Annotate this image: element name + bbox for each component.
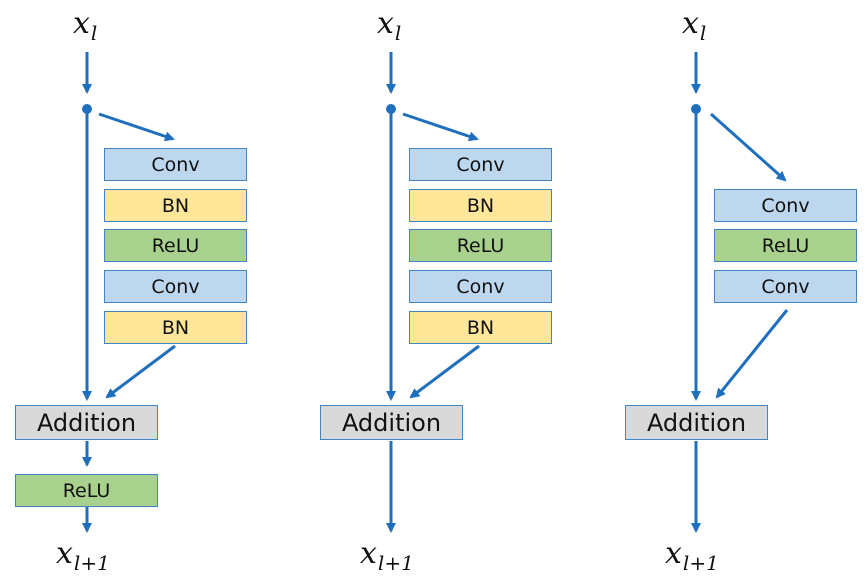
output-label-3: xl+1 xyxy=(665,536,719,575)
output-symbol: x xyxy=(56,536,73,571)
addition-block: Addition xyxy=(625,405,768,440)
output-label-1: xl+1 xyxy=(56,536,110,575)
bn-layer: BN xyxy=(104,189,247,222)
output-symbol: x xyxy=(360,536,377,571)
input-label-2: xl xyxy=(377,6,401,45)
branch-in-arrow-1 xyxy=(98,112,175,142)
branch-point-2 xyxy=(386,104,396,114)
branch-out-arrow-2 xyxy=(409,344,480,399)
output-subscript: l+1 xyxy=(682,551,719,575)
branch-point-1 xyxy=(82,104,92,114)
input-subscript: l xyxy=(699,21,707,45)
branch-in-arrow-2 xyxy=(402,112,479,142)
output-subscript: l+1 xyxy=(73,551,110,575)
input-symbol: x xyxy=(377,6,394,41)
branch-point-3 xyxy=(691,104,701,114)
post-relu-layer: ReLU xyxy=(15,474,158,507)
relu-layer: ReLU xyxy=(409,229,552,262)
input-subscript: l xyxy=(90,21,98,45)
branch-out-arrow-3 xyxy=(715,309,789,399)
output-symbol: x xyxy=(665,536,682,571)
relu-layer: ReLU xyxy=(714,229,857,262)
output-label-2: xl+1 xyxy=(360,536,414,575)
output-subscript: l+1 xyxy=(377,551,414,575)
input-symbol: x xyxy=(73,6,90,41)
conv-layer: Conv xyxy=(409,270,552,303)
conv-layer: Conv xyxy=(104,148,247,181)
conv-layer: Conv xyxy=(714,189,857,222)
branch-out-arrow-1 xyxy=(105,344,176,399)
conv-layer: Conv xyxy=(104,270,247,303)
conv-layer: Conv xyxy=(714,270,857,303)
input-subscript: l xyxy=(394,21,402,45)
branch-in-arrow-3 xyxy=(710,112,787,182)
addition-block: Addition xyxy=(15,405,158,440)
input-label-3: xl xyxy=(682,6,706,45)
addition-block: Addition xyxy=(320,405,463,440)
relu-layer: ReLU xyxy=(104,229,247,262)
bn-layer: BN xyxy=(104,311,247,344)
bn-layer: BN xyxy=(409,189,552,222)
input-label-1: xl xyxy=(73,6,97,45)
conv-layer: Conv xyxy=(409,148,552,181)
input-symbol: x xyxy=(682,6,699,41)
bn-layer: BN xyxy=(409,311,552,344)
